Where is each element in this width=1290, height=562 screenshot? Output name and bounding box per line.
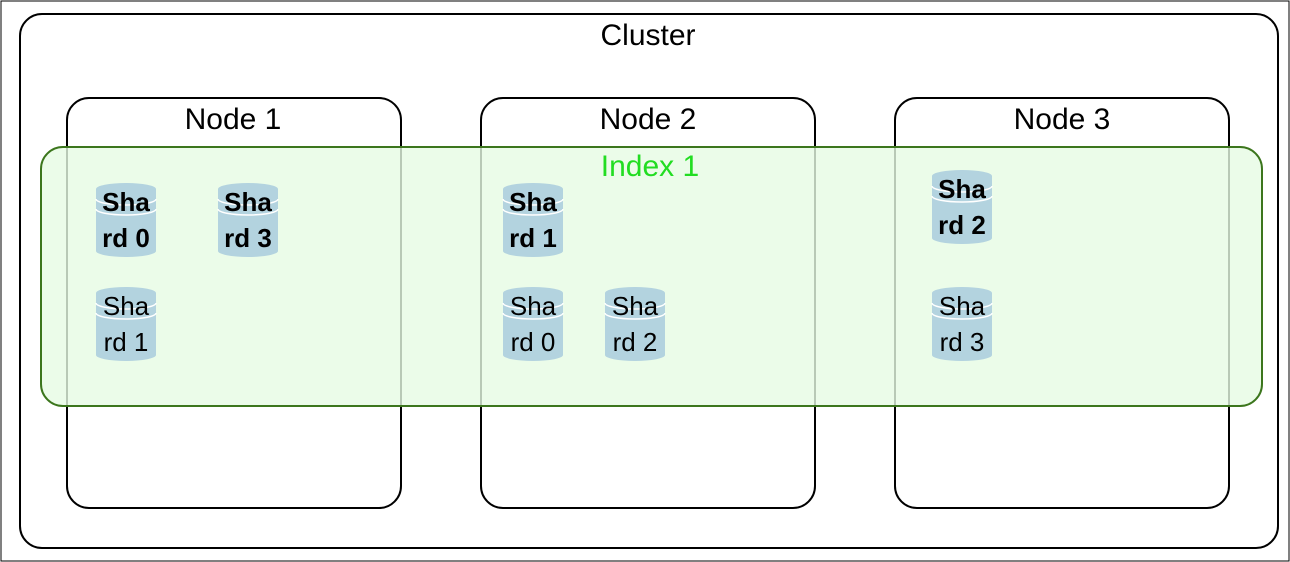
shard-label-line1: Sha xyxy=(510,291,557,321)
shard-cylinder xyxy=(96,287,156,361)
shard-label-line2: rd 3 xyxy=(940,327,985,357)
node-3-title: Node 3 xyxy=(1014,103,1111,136)
shard-cylinder xyxy=(932,170,992,244)
shard-band-line xyxy=(604,302,666,310)
shard: Sha rd 2 xyxy=(604,287,666,361)
shard-label-line2: rd 3 xyxy=(224,223,272,253)
shards-group: Sha rd 0 Sha rd 3 Sha rd 1 Sha rd 1 Sha rd 0 Sha rd… xyxy=(95,170,993,361)
shard-band-line xyxy=(217,198,279,206)
shard-label-line2: rd 2 xyxy=(613,327,658,357)
shard-label-line2: rd 1 xyxy=(509,223,557,253)
shard: Sha rd 1 xyxy=(502,183,564,257)
shard-band-line xyxy=(931,195,993,203)
shard-band-line xyxy=(95,302,157,310)
shard-band-line xyxy=(931,185,993,193)
shard-label-line1: Sha xyxy=(224,187,272,217)
shard-label-line1: Sha xyxy=(103,291,150,321)
shard: Sha rd 3 xyxy=(217,183,279,257)
shard-cylinder xyxy=(503,287,563,361)
shard: Sha rd 0 xyxy=(502,287,564,361)
shard-label-line2: rd 1 xyxy=(104,327,149,357)
shard-band-line xyxy=(502,208,564,216)
shard-band-line xyxy=(604,312,666,320)
shard-band-line xyxy=(502,312,564,320)
shard-cylinder xyxy=(503,183,563,257)
shard-cylinder xyxy=(932,287,992,361)
shard-cylinder xyxy=(605,287,665,361)
node-2-title: Node 2 xyxy=(600,103,697,136)
shard: Sha rd 3 xyxy=(931,287,993,361)
shard-cylinder xyxy=(218,183,278,257)
shard: Sha rd 2 xyxy=(931,170,993,244)
shard: Sha rd 1 xyxy=(95,287,157,361)
index-title: Index 1 xyxy=(601,150,699,183)
shard-label-line1: Sha xyxy=(938,174,986,204)
shard-band-line xyxy=(931,302,993,310)
shard-band-line xyxy=(502,198,564,206)
shard: Sha rd 0 xyxy=(95,183,157,257)
shard-label-line1: Sha xyxy=(509,187,557,217)
shard-label-line2: rd 0 xyxy=(511,327,556,357)
shard-label-line1: Sha xyxy=(102,187,150,217)
shard-label-line1: Sha xyxy=(939,291,986,321)
shard-band-line xyxy=(931,312,993,320)
shard-band-line xyxy=(95,208,157,216)
shard-band-line xyxy=(217,208,279,216)
shard-label-line2: rd 2 xyxy=(938,210,986,240)
shard-label-line1: Sha xyxy=(612,291,659,321)
node-1-title: Node 1 xyxy=(185,103,282,136)
shard-cylinder xyxy=(96,183,156,257)
shard-label-line2: rd 0 xyxy=(102,223,150,253)
shard-band-line xyxy=(95,312,157,320)
shard-band-line xyxy=(502,302,564,310)
cluster-title: Cluster xyxy=(600,19,695,52)
shard-band-line xyxy=(95,198,157,206)
